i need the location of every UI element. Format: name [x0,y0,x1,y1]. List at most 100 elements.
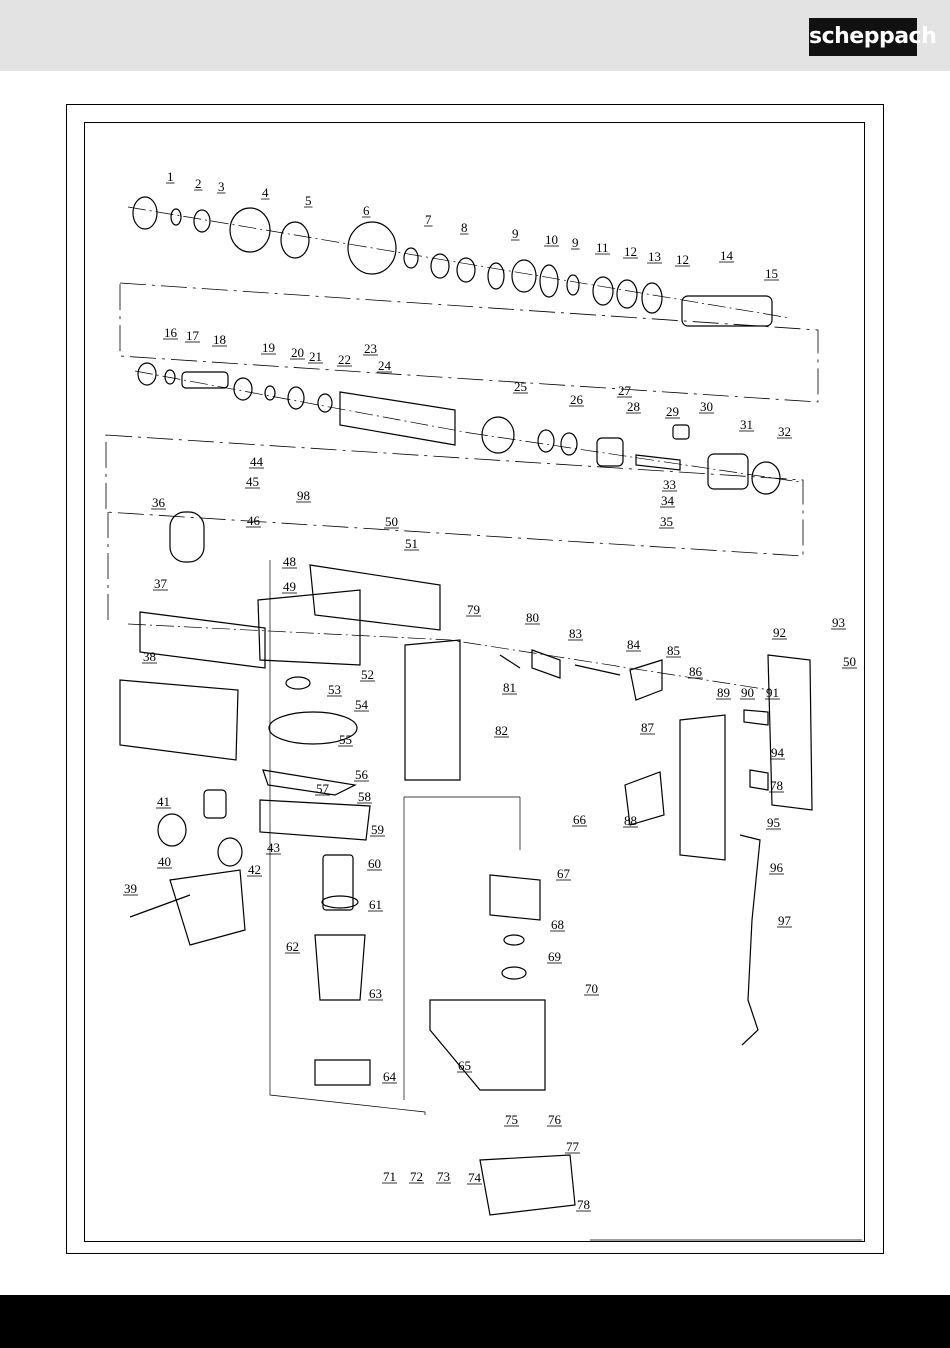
part-number-label: 55 [339,732,352,747]
part-number-label: 59 [371,822,384,837]
part-number-label: 52 [361,667,374,682]
part-number-label: 75 [505,1112,518,1127]
part-number-label: 26 [570,392,584,407]
part-number-label: 74 [468,1170,482,1185]
part-number-label: 62 [286,939,299,954]
part-number-label: 19 [262,340,275,355]
part-number-label: 90 [741,685,754,700]
part-number-label: 21 [309,349,322,364]
part-number-label: 37 [154,576,168,591]
part-number-label: 81 [503,680,516,695]
part-number-label: 8 [461,220,468,235]
part-number-label: 96 [770,860,784,875]
part-number-label: 40 [158,854,171,869]
part-number-label: 1 [167,169,174,184]
part-number-label: 27 [618,383,632,398]
part-number-label: 16 [164,325,178,340]
part-number-label: 5 [305,193,312,208]
part-number-label: 95 [767,815,780,830]
part-number-label: 31 [740,417,753,432]
part-number-label: 10 [545,232,558,247]
part-number-label: 30 [700,399,713,414]
part-number-label: 71 [383,1169,396,1184]
part-number-label: 24 [378,358,392,373]
part-number-label: 89 [717,685,730,700]
part-number-label: 43 [267,840,280,855]
part-number-label: 14 [720,248,734,263]
part-number-label: 72 [410,1169,423,1184]
part-number-label: 39 [124,881,137,896]
part-number-label: 46 [247,513,261,528]
part-number-label: 49 [283,579,296,594]
part-number-label: 73 [437,1169,450,1184]
part-number-label: 50 [385,514,398,529]
part-number-label: 64 [383,1069,397,1084]
part-number-label: 58 [358,789,371,804]
part-number-label: 22 [338,352,351,367]
part-number-label: 84 [627,637,641,652]
guide-lines [269,560,862,1241]
part-number-label: 91 [766,685,779,700]
part-number-label: 28 [627,399,640,414]
part-number-label: 68 [551,917,564,932]
part-number-label: 12 [676,252,689,267]
part-number-label: 13 [648,249,661,264]
part-number-label: 35 [660,514,673,529]
part-number-label: 41 [157,794,170,809]
part-number-label: 6 [363,203,370,218]
part-number-label: 32 [778,424,791,439]
part-number-label: 56 [355,767,369,782]
part-number-label: 60 [368,856,381,871]
header-bar [0,0,950,71]
part-number-label: 20 [291,345,304,360]
brand-logo: scheppach [809,18,937,56]
part-number-label: 12 [624,244,637,259]
part-number-label: 29 [666,404,679,419]
part-number-label: 18 [213,332,226,347]
part-number-label: 7 [425,212,432,227]
part-number-label: 88 [624,813,637,828]
part-number-label: 9 [512,226,519,241]
part-number-label: 57 [316,781,330,796]
part-number-label: 34 [661,493,675,508]
part-number-label: 4 [262,185,269,200]
part-number-label: 69 [548,949,561,964]
diagram-frame-outer [66,104,884,1254]
section-bands [105,282,819,620]
part-number-label: 25 [514,379,527,394]
part-number-label: 93 [832,615,845,630]
part-number-label: 86 [689,664,703,679]
part-shapes [119,196,813,1216]
axis-lines [127,206,801,691]
part-number-label: 2 [195,176,202,191]
part-number-label: 78 [577,1197,590,1212]
part-number-label: 77 [566,1139,580,1154]
part-number-label: 44 [250,454,264,469]
part-number-label: 97 [778,913,792,928]
part-number-label: 67 [557,866,571,881]
diagram-frame-inner [84,122,865,1242]
part-number-label: 78 [770,778,783,793]
part-number-label: 65 [458,1058,471,1073]
part-number-label: 48 [283,554,296,569]
part-number-label: 50 [843,654,856,669]
part-number-label: 83 [569,626,582,641]
part-number-label: 63 [369,986,382,1001]
part-number-label: 82 [495,723,508,738]
footer-bar [0,1295,950,1348]
part-number-label: 53 [328,682,341,697]
part-number-label: 66 [573,812,587,827]
part-number-label: 42 [248,862,261,877]
part-number-label: 51 [405,536,418,551]
part-number-label: 54 [355,697,369,712]
part-number-label: 3 [218,179,225,194]
part-number-label: 33 [663,477,676,492]
part-number-label: 36 [152,495,166,510]
part-number-label: 92 [773,625,786,640]
part-number-label: 94 [771,745,785,760]
part-number-label: 70 [585,981,598,996]
part-number-label: 15 [765,266,778,281]
part-number-label: 9 [572,235,579,250]
